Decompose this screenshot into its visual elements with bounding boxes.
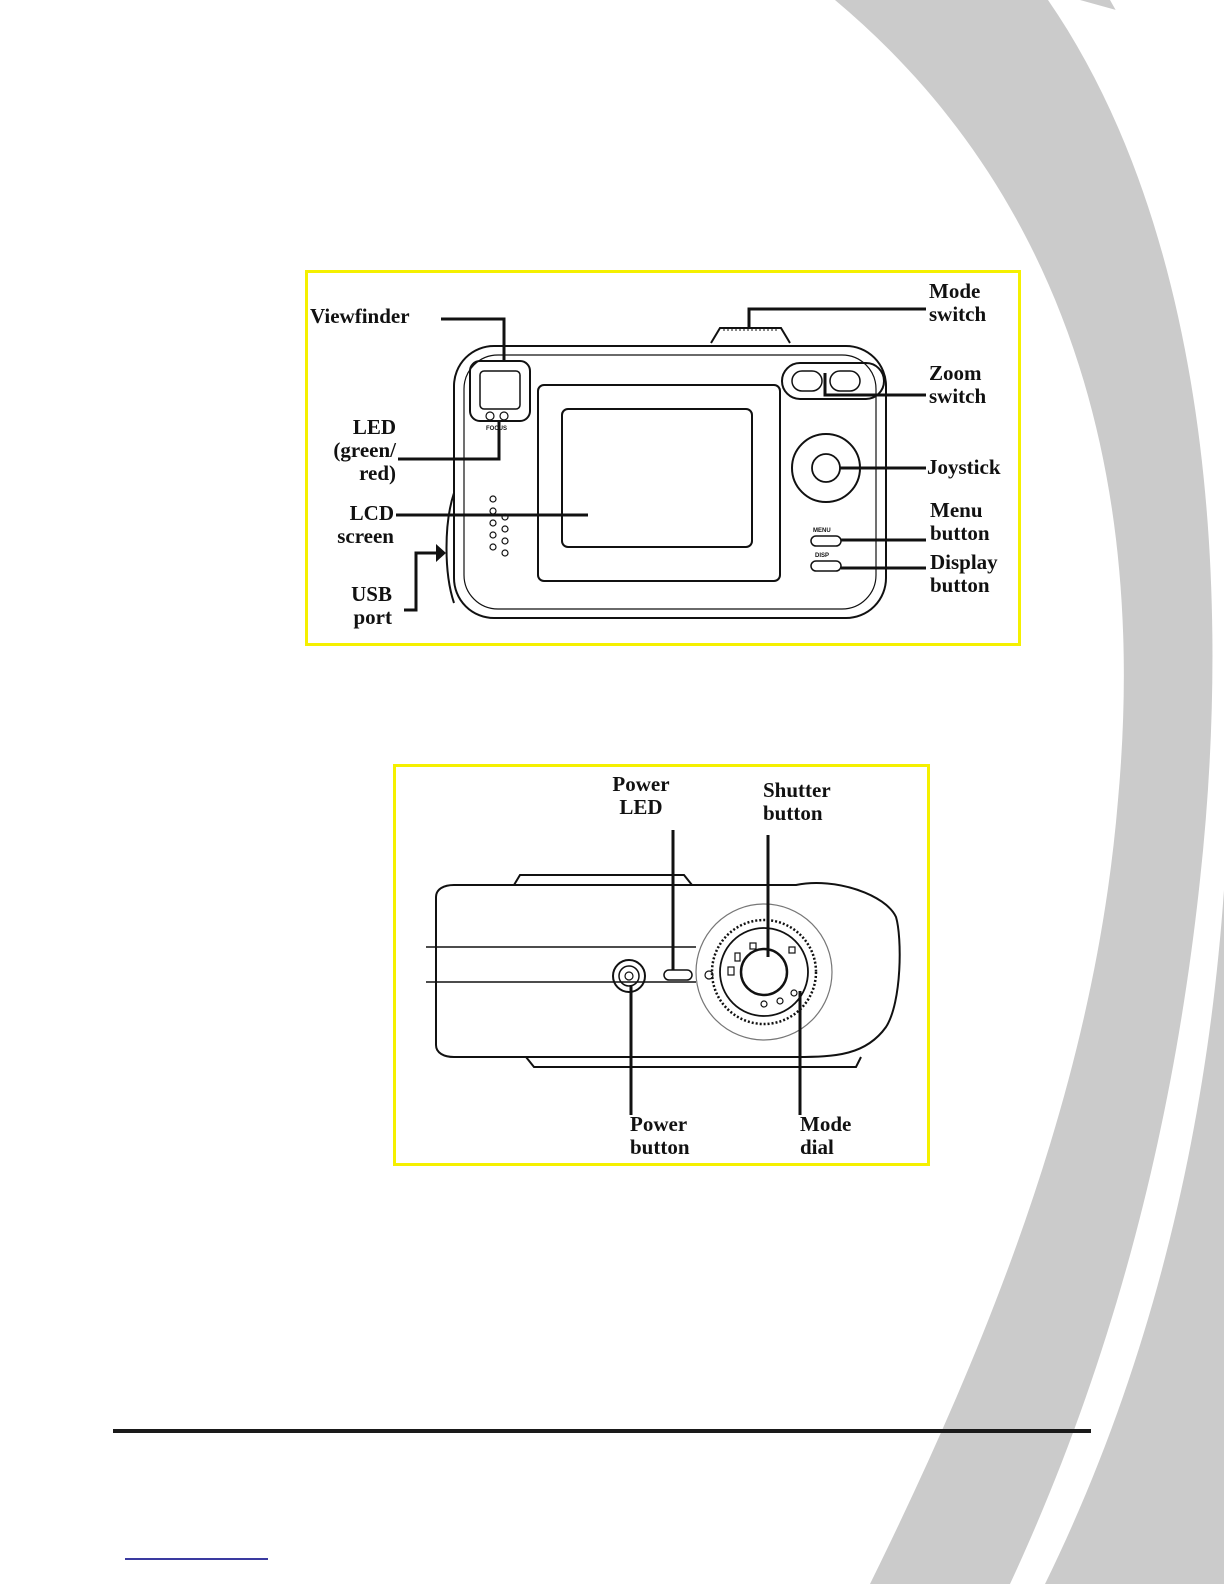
footer-rule — [113, 1429, 1091, 1433]
leader-lines — [396, 309, 926, 610]
focus-text: FOCUS — [486, 426, 507, 432]
usb-port-side — [447, 493, 455, 603]
display-button-shape — [811, 561, 841, 571]
label-viewfinder: Viewfinder — [310, 305, 410, 328]
speaker-holes — [490, 496, 508, 556]
label-power-button: Power button — [630, 1113, 690, 1159]
label-zoom-switch: Zoom switch — [929, 362, 986, 408]
leader-lines — [631, 830, 800, 1115]
lcd-bezel — [538, 385, 780, 581]
label-lcd-screen: LCD screen — [308, 502, 394, 548]
joystick-center — [812, 454, 840, 482]
label-mode-dial: Mode dial — [800, 1113, 851, 1159]
label-usb-port: USB port — [308, 583, 392, 629]
lens-hump — [514, 875, 692, 885]
label-led: LED (green/ red) — [308, 416, 396, 485]
menu-button-shape — [811, 536, 841, 546]
mode-switch-knob — [711, 328, 790, 343]
camera-back-drawing: FOCUS MENU DISP — [308, 273, 1024, 649]
shutter-button-shape — [741, 949, 787, 995]
label-mode-switch: Mode switch — [929, 280, 986, 326]
led-green — [486, 412, 494, 420]
label-power-led: Power LED — [596, 773, 686, 819]
lcd-screen — [562, 409, 752, 547]
menu-text: MENU — [813, 528, 831, 534]
label-shutter-button: Shutter button — [763, 779, 831, 825]
disp-text: DISP — [815, 553, 829, 559]
power-led-shape — [664, 970, 692, 980]
viewfinder-window — [480, 371, 520, 409]
footer-link-underline — [125, 1558, 268, 1560]
camera-back-diagram: FOCUS MENU DISP Viewfinder LED (green/ r… — [305, 270, 1021, 646]
power-button-shape — [613, 960, 645, 992]
label-joystick: Joystick — [927, 456, 1001, 479]
viewfinder-housing — [470, 361, 530, 421]
camera-top-diagram: Power LED Shutter button Power button Mo… — [393, 764, 930, 1166]
label-menu-button: Menu button — [930, 499, 990, 545]
led-red — [500, 412, 508, 420]
label-display-button: Display button — [930, 551, 998, 597]
camera-top-drawing — [396, 767, 933, 1169]
mode-dial-ring-outer — [696, 904, 832, 1040]
